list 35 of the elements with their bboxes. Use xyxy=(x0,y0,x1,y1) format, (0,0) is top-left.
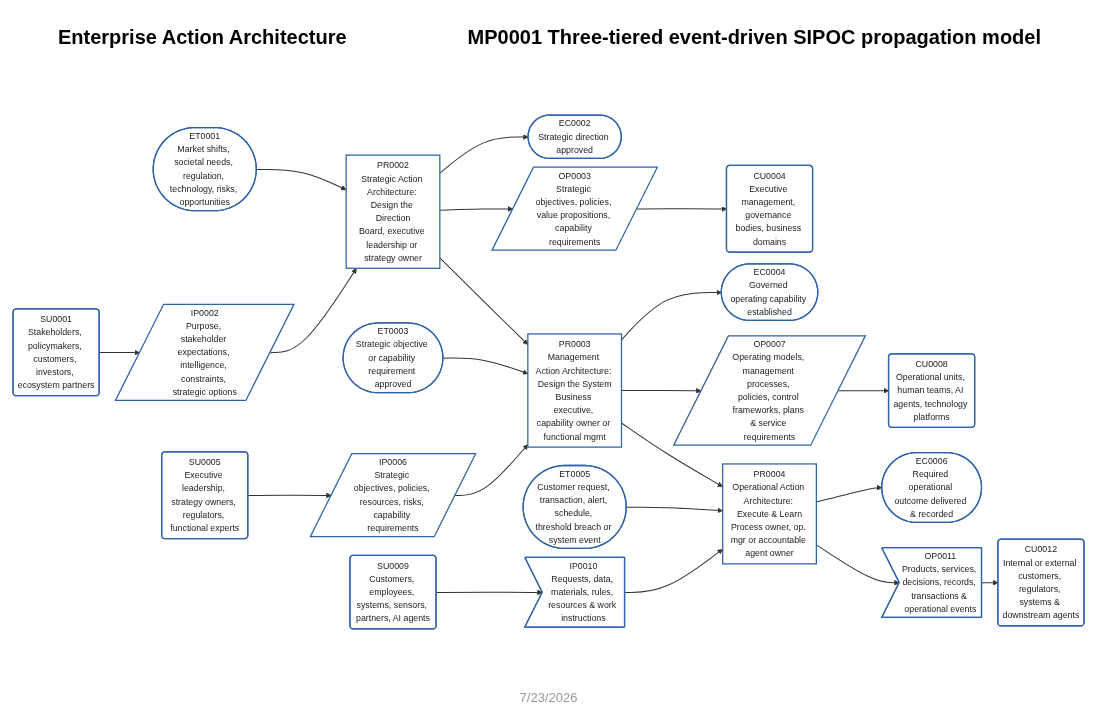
chevron-shape: OP0011 Products, services, decisions, records, transactions & operational events xyxy=(881,547,983,619)
parallelogram-shape: OP0003 Strategic objectives, policies, value propositions, capability requirements xyxy=(491,166,659,251)
diagram-title: MP0001 Three-tiered event-driven SIPOC propagation model xyxy=(467,26,1041,48)
process-box: PR0003 Management Action Architecture: Design the System Business executive, capability owner or functional mgmt xyxy=(527,333,623,448)
pill-shape: ET0003 Strategic objective or capability requirement approved xyxy=(342,322,444,394)
arrow xyxy=(626,506,723,514)
heading-label: Enterprise Action Architecture xyxy=(58,26,347,48)
arrow xyxy=(621,289,722,341)
arrow xyxy=(247,492,332,499)
rounded-box: CU0012 Internal or external customers, regulators, systems & downstream agents xyxy=(997,538,1085,627)
process-box: PR0004 Operational Action Architecture: Execute & Learn Process owner, op. mgr or accountable agent owner xyxy=(722,463,817,565)
arrow xyxy=(621,388,702,394)
rounded-box: SU0009 Customers, employees, systems, sensors, partners, AI agents xyxy=(349,554,437,630)
rounded-box: CU0008 Operational units, human teams, AI agents, technology platforms xyxy=(887,353,976,428)
arrow xyxy=(269,268,357,354)
arrow xyxy=(454,444,529,497)
chevron-shape: IP0010 Requests, data, materials, rules, resources & work instructions xyxy=(524,556,626,628)
arrow xyxy=(624,548,723,593)
pill-shape: EC0002 Strategic direction approved xyxy=(527,114,622,160)
arrow xyxy=(439,206,514,212)
parallelogram-shape: OP0007 Operating models, management processes, policies, control frameworks, plans & service requirements xyxy=(672,335,867,446)
pill-shape: EC0004 Governed operating capability established xyxy=(720,263,819,322)
arrow xyxy=(439,134,529,174)
pill-shape: ET0005 Customer request, transaction, alert, schedule, threshold breach or system event xyxy=(522,464,627,550)
parallelogram-shape: IP0002 Purpose, stakeholder expectations, intelligence, constraints, strategic options xyxy=(114,303,295,402)
arrow xyxy=(256,168,347,191)
arrow xyxy=(621,422,723,487)
process-box: PR0002 Strategic Action Architecture: Design the Direction Board, executive leadership or strategy owner xyxy=(345,154,441,269)
parallelogram-shape: IP0006 Strategic objectives, policies, resources, risks, capability requirements xyxy=(309,453,477,538)
pill-shape: EC0006 Required operational outcome delivered & recorded xyxy=(881,452,983,523)
rounded-box: SU0005 Executive leadership, strategy owners, regulators, functional experts xyxy=(161,451,249,540)
date-caption: 7/23/2026 xyxy=(519,690,578,705)
rounded-box: CU0004 Executive management, governance bodies, business domains xyxy=(725,164,814,253)
rounded-box: SU0001 Stakeholders, policymakers, customers, investors, ecosystem partners xyxy=(12,308,100,397)
pill-shape: ET0001 Market shifts, societal needs, regulation, technology, risks, opportunities xyxy=(152,127,257,212)
